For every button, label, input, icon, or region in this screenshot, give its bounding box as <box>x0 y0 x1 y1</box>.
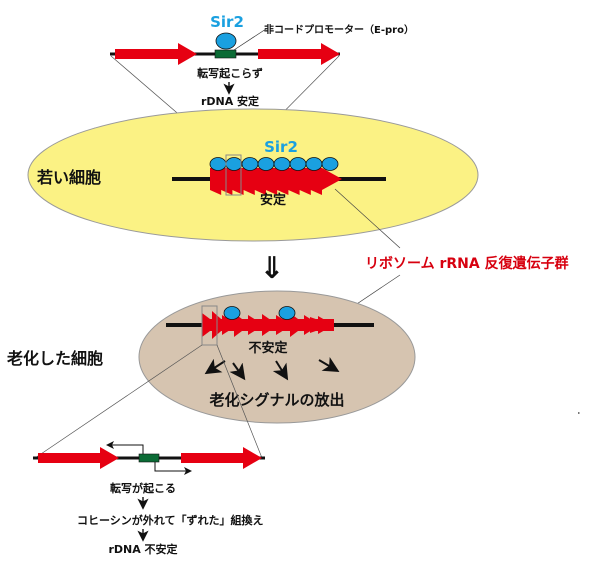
old-zoom-box <box>201 305 218 346</box>
rrna-gene-label: リボソーム rRNA 反復遺伝子群 <box>365 255 569 272</box>
sir2-protein <box>289 157 307 171</box>
no-transcription-label: 転写起こらず <box>197 66 263 80</box>
old-rdna-repeats <box>202 311 334 339</box>
young-repeat-tooth <box>254 190 266 195</box>
cohesin-recombination-label: コヒーシンが外れて「ずれた」組換え <box>77 513 263 527</box>
promoter-label: 非コードプロモーター（E-pro） <box>264 23 414 36</box>
old-sir2-proteins <box>223 306 296 320</box>
signal-arrow-4 <box>318 357 340 373</box>
sir2-protein <box>209 157 227 171</box>
sir2-protein <box>241 157 259 171</box>
promoter-leader-line <box>233 28 267 51</box>
aging-signal-label: 老化シグナルの放出 <box>208 391 344 409</box>
sir2-protein <box>305 157 323 171</box>
rdna-arrow-left <box>115 43 197 65</box>
old-status-label: 不安定 <box>248 340 287 356</box>
young-rdna-repeats <box>210 168 342 195</box>
old-repeat-body <box>290 319 306 331</box>
old-cell-title: 老化した細胞 <box>6 349 103 368</box>
sir2-label-top: Sir2 <box>210 13 244 31</box>
sir2-protein <box>321 157 339 171</box>
young-repeat-tooth <box>310 190 322 195</box>
old-repeat-body <box>248 319 264 331</box>
old-repeat-body <box>276 319 292 331</box>
signal-arrow-3 <box>272 360 289 381</box>
young-cell-title: 若い細胞 <box>36 168 101 187</box>
old-repeat-body <box>234 319 250 331</box>
zoom-line-left-bottom <box>34 344 203 459</box>
young-repeat-tooth <box>288 190 300 195</box>
young-repeat-tooth <box>210 190 222 195</box>
bottom-rdna-arrow-left <box>38 447 119 469</box>
sir2-protein <box>257 157 275 171</box>
sir2-protein <box>223 306 241 320</box>
signal-arrow-2 <box>229 362 246 381</box>
transition-arrow: ⇓ <box>259 251 284 286</box>
young-repeat-tooth <box>266 190 278 195</box>
sir2-protein <box>278 306 296 320</box>
promoter-box <box>214 49 237 59</box>
young-repeat-tooth <box>243 190 255 195</box>
rdna-stable-label: rDNA 安定 <box>201 94 259 108</box>
young-sir2-cluster <box>209 157 339 171</box>
young-repeat-band <box>210 168 342 190</box>
bottom-rdna-arrow-right <box>181 447 262 469</box>
old-repeat-body <box>262 319 278 331</box>
sir2-protein <box>215 32 237 50</box>
young-cell: 若い細胞 Sir2 安定 <box>27 108 479 242</box>
young-zoom-box <box>225 154 242 196</box>
young-sir2-label: Sir2 <box>264 138 298 156</box>
young-repeat-tooth <box>277 190 289 195</box>
speck <box>578 412 580 414</box>
top-panel: Sir2 非コードプロモーター（E-pro） 転写起こらず rDNA 安定 <box>110 13 414 156</box>
young-repeat-tooth <box>299 190 311 195</box>
bottom-promoter-box <box>138 453 160 463</box>
transcription-occurs-label: 転写が起こる <box>110 481 176 495</box>
rrna-leader-line-top <box>334 188 401 249</box>
sir2-protein <box>273 157 291 171</box>
zoom-line-right-bottom <box>216 344 263 459</box>
transcription-arrow-left <box>106 441 144 454</box>
bottom-panel: 転写が起こる コヒーシンが外れて「ずれた」組換え rDNA 不安定 <box>33 441 265 556</box>
rdna-unstable-label: rDNA 不安定 <box>108 542 177 556</box>
signal-arrow-1 <box>204 358 226 375</box>
rdna-arrow-right <box>258 43 340 65</box>
sir2-protein <box>225 157 243 171</box>
old-repeat-tip <box>310 317 333 333</box>
transcription-arrow-right <box>154 462 192 475</box>
young-repeat-tooth <box>221 190 233 195</box>
old-cell: 老化した細胞 不安定 老化シグナルの放出 <box>6 290 416 459</box>
young-status-label: 安定 <box>260 192 286 208</box>
